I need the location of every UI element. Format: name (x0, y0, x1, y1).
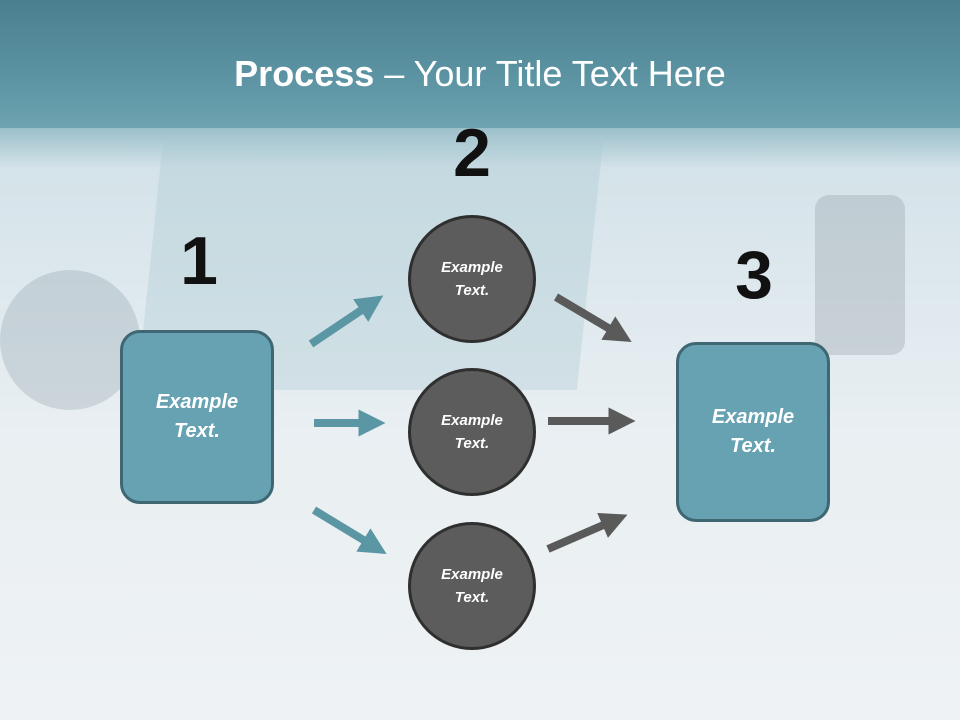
header-fade (0, 128, 960, 168)
circle-top-text: Example Text. (441, 259, 503, 299)
arrow-bottom-to-3 (546, 512, 628, 553)
arrow-1-to-top (308, 295, 384, 348)
circle-bottom-text: Example Text. (441, 566, 503, 606)
header-band (0, 0, 960, 128)
step-1-text: Example Text. (155, 391, 239, 442)
step-3-box: Example Text. (676, 342, 830, 522)
background-phone (815, 195, 905, 355)
step-number-1: 1 (180, 223, 218, 299)
process-circle-top: Example Text. (408, 215, 536, 343)
process-circle-bottom: Example Text. (408, 522, 536, 650)
step-3-text: Example Text. (711, 406, 795, 457)
step-1-box: Example Text. (120, 330, 274, 504)
step-number-2: 2 (453, 115, 491, 191)
page-title: Process – Your Title Text Here (0, 52, 960, 96)
process-circle-middle: Example Text. (408, 368, 536, 496)
title-bold: Process (234, 53, 375, 94)
step-number-3: 3 (735, 237, 773, 313)
title-rest: – Your Title Text Here (374, 53, 726, 94)
arrow-top-to-3 (553, 293, 632, 342)
circle-middle-text: Example Text. (441, 412, 503, 452)
arrow-1-to-bottom (311, 506, 387, 555)
background-hand (0, 270, 140, 410)
